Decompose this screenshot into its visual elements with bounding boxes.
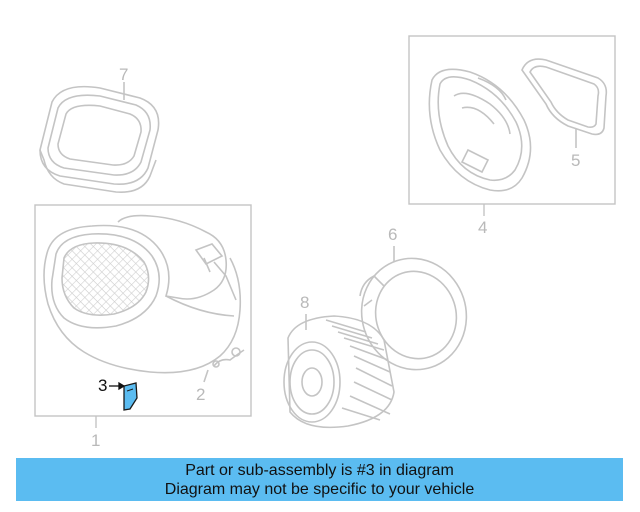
assembly-4-box <box>408 35 616 205</box>
callout-3-arrow <box>109 381 126 391</box>
info-banner: Part or sub-assembly is #3 in diagram Di… <box>16 458 623 501</box>
callout-4: 4 <box>478 218 487 237</box>
callout-8: 8 <box>300 293 309 312</box>
callout-7: 7 <box>119 65 128 84</box>
callout-5: 5 <box>571 151 580 170</box>
parts-diagram: 7 5 4 1 2 <box>34 35 616 450</box>
banner-line-2: Diagram may not be specific to your vehi… <box>164 480 475 498</box>
callout-6: 6 <box>388 225 397 244</box>
assembly-1-box <box>34 204 252 417</box>
part-7-filter-frame[interactable] <box>39 82 160 193</box>
part-3-highlighted[interactable] <box>123 382 138 411</box>
callout-3: 3 <box>98 376 107 395</box>
part-8-blower-wheel[interactable] <box>283 314 395 429</box>
part-4-housing-cover[interactable] <box>428 68 532 192</box>
part-6-gasket-ring[interactable] <box>347 245 481 384</box>
callout-2: 2 <box>196 385 205 404</box>
part-2-wire-clip[interactable] <box>203 347 245 383</box>
part-5-seal[interactable] <box>521 58 608 148</box>
banner-line-1: Part or sub-assembly is #3 in diagram <box>185 461 454 479</box>
part-1-blower-housing[interactable] <box>43 214 242 374</box>
callout-1: 1 <box>91 431 100 450</box>
